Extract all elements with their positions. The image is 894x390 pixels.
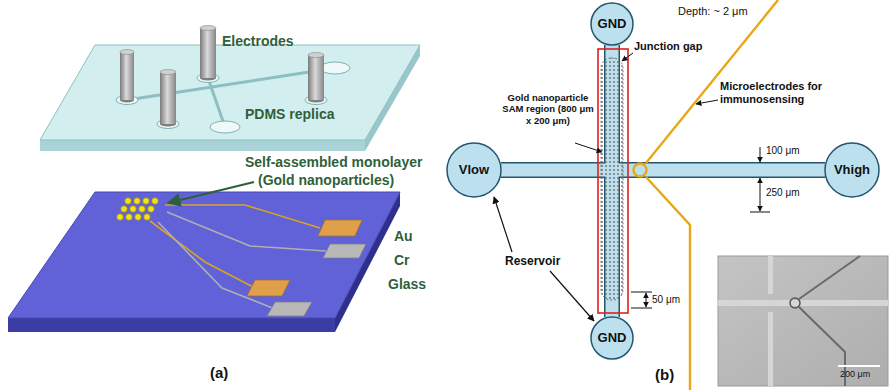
leader-arrow	[622, 53, 633, 61]
reservoir-shape	[447, 143, 501, 197]
channel-wall	[501, 162, 825, 178]
photo-channel	[768, 312, 773, 386]
leader-arrow	[168, 182, 254, 203]
pdms-channel	[208, 78, 225, 127]
layer-label: Au	[394, 228, 413, 245]
reservoir-circle: GND	[590, 2, 634, 46]
photo-electrode	[799, 256, 860, 299]
sam-region	[601, 58, 623, 300]
electrode-body	[200, 28, 216, 78]
microelectrode	[646, 177, 690, 390]
gold-pad	[318, 220, 362, 236]
reservoir-shape	[591, 3, 633, 45]
part-label: Junction gap	[634, 40, 702, 53]
part-label: (Gold nanoparticles)	[258, 172, 394, 189]
chromium-trace	[167, 212, 326, 251]
electrode-top	[200, 26, 216, 31]
scale-bar	[838, 365, 880, 367]
nanoparticle	[135, 214, 141, 220]
photo-channel	[768, 256, 773, 294]
dimension-arrow	[760, 147, 761, 162]
leader-arrow	[550, 271, 594, 321]
scale-label: 200 μm	[840, 369, 870, 380]
nanoparticle	[134, 198, 140, 204]
reservoir-circle: GND	[590, 316, 634, 360]
reservoir-circle: Vhigh	[824, 142, 880, 198]
photo-ring	[790, 298, 800, 308]
layer-label: Glass	[388, 276, 426, 293]
pdms-hole	[210, 121, 240, 133]
electrode-rod	[305, 53, 327, 105]
pdms-replica	[40, 45, 420, 140]
microchannel	[501, 164, 825, 177]
leader-arrow	[494, 197, 512, 252]
part-label: Microelectrodes for immunosensing	[720, 80, 836, 106]
nanoparticle	[126, 214, 132, 220]
dimension-tick	[631, 292, 652, 293]
dimension-tick	[750, 212, 770, 213]
electrode-rod	[157, 70, 179, 129]
electrode-body	[308, 55, 324, 100]
photo-channel	[718, 300, 888, 306]
leader-arrow	[575, 143, 602, 152]
nanoparticle	[143, 198, 149, 204]
dimension-arrow	[760, 178, 761, 211]
electrode-top	[308, 53, 324, 58]
nanoparticle	[144, 214, 150, 220]
nanoparticle	[125, 198, 131, 204]
nanoparticle	[139, 206, 145, 212]
reservoir-label: Vhigh	[834, 163, 870, 177]
electrode-body	[160, 72, 176, 124]
nanoparticle	[148, 206, 154, 212]
glass-front-face	[8, 318, 335, 332]
note-label: Depth: ~ 2 μm	[678, 5, 748, 18]
electrode-rod	[197, 26, 219, 83]
reservoir-label: GND	[598, 331, 627, 345]
pdms-hole	[320, 62, 350, 74]
reservoir-circle: Vlow	[446, 142, 502, 198]
nanoparticle	[117, 214, 123, 220]
reservoir-shape	[591, 317, 633, 359]
reservoir-label: GND	[598, 17, 627, 31]
nanoparticle	[130, 206, 136, 212]
gold-trace	[165, 205, 320, 228]
pdms-channel	[127, 68, 335, 100]
part-label: Reservoir	[505, 254, 560, 268]
chromium-pad	[323, 244, 366, 258]
reservoir-shape	[825, 143, 879, 197]
dimension-tick	[631, 308, 652, 309]
part-label: Electrodes	[222, 33, 294, 50]
panel-label: (b)	[655, 366, 674, 384]
photo-electrode	[799, 307, 845, 386]
nanoparticle	[152, 198, 158, 204]
dimension-label: 50 μm	[652, 294, 680, 306]
dimension-label: 100 μm	[766, 145, 800, 157]
nanoparticle	[121, 206, 127, 212]
reservoir-label: Vlow	[459, 163, 489, 177]
leader-arrow	[696, 100, 718, 104]
part-label: PDMS replica	[245, 106, 334, 123]
ring-electrode	[634, 164, 647, 177]
electrode-top	[160, 70, 176, 75]
nanoparticle-monolayer	[117, 198, 158, 220]
region-label: Gold nanoparticle SAM region (800 μm x 2…	[500, 92, 596, 126]
chromium-pad	[267, 302, 312, 316]
inset-photo	[718, 256, 888, 386]
panel-label: (a)	[210, 364, 228, 382]
electrode-top	[120, 50, 134, 55]
sam-outline	[598, 49, 628, 313]
electrode-body	[120, 52, 134, 100]
layer-label: Cr	[394, 252, 410, 269]
pdms-front-face	[40, 140, 365, 151]
gold-pad	[247, 280, 290, 296]
glass-substrate	[8, 192, 400, 318]
electrode-rod	[116, 50, 138, 105]
dimension-arrow	[646, 293, 647, 307]
part-label: Self-assembled monolayer	[245, 154, 422, 171]
dimension-label: 250 μm	[766, 187, 800, 199]
